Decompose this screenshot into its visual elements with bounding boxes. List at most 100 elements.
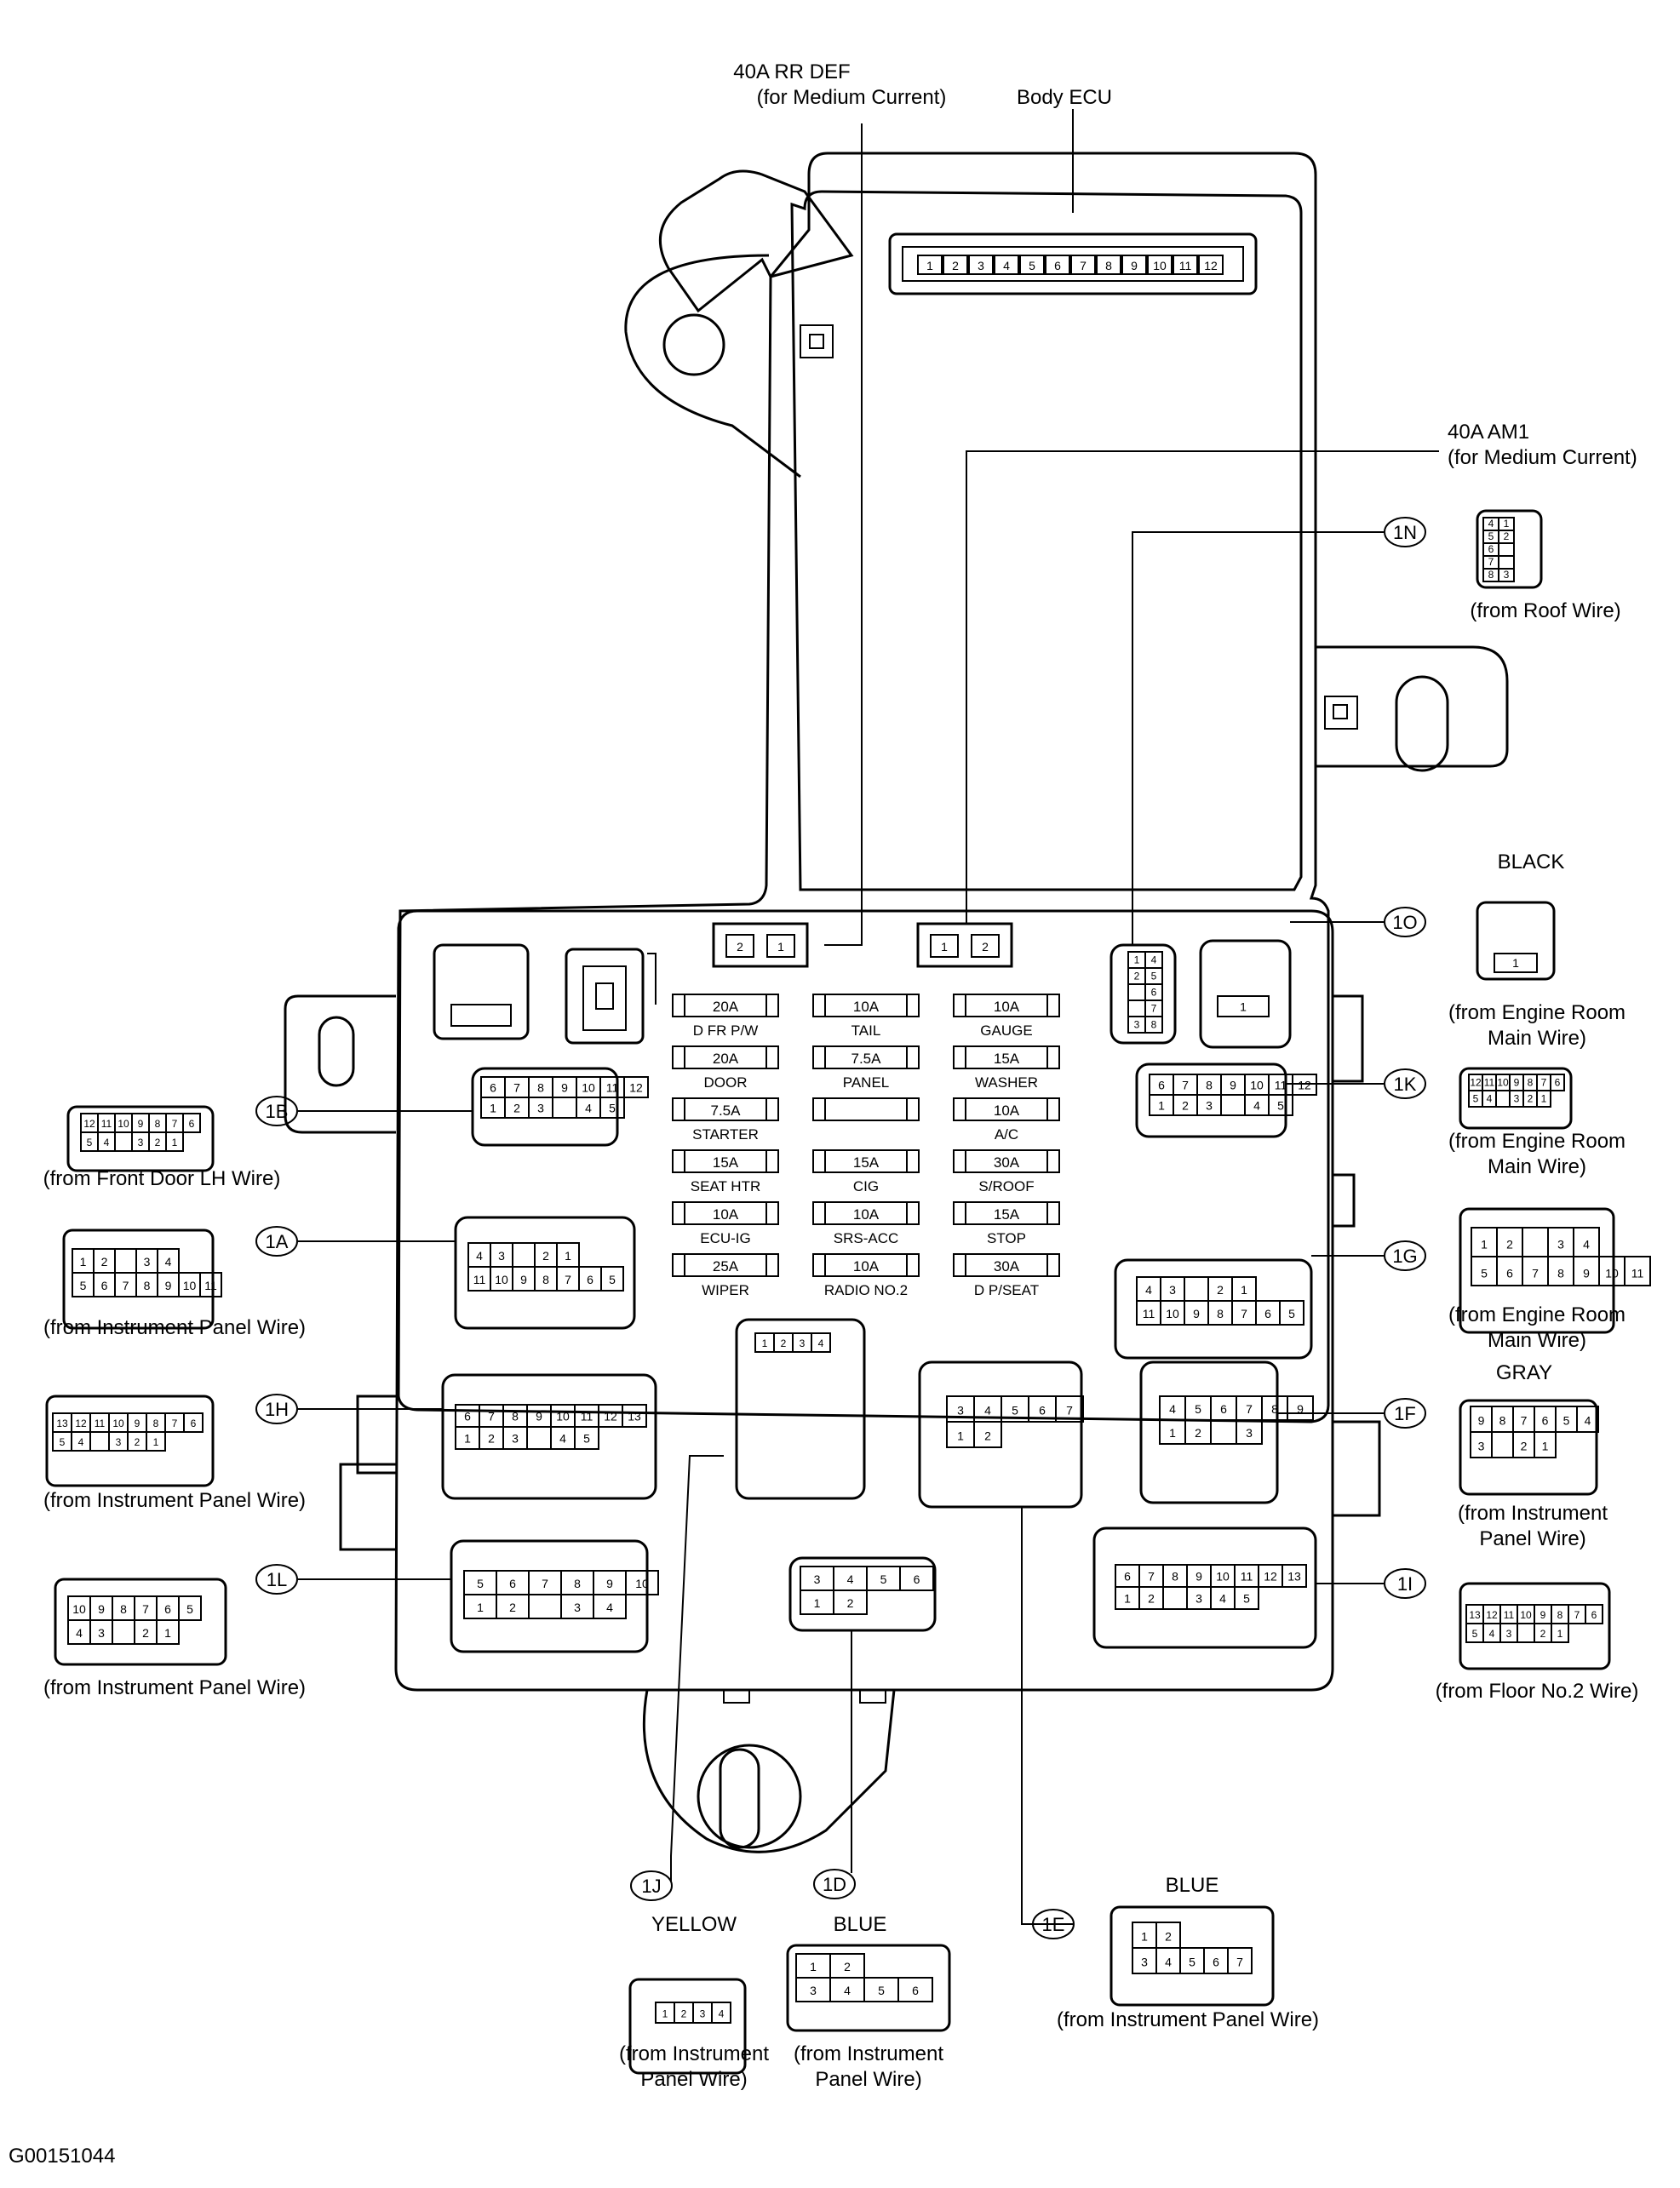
box-1f-pin-label: 6 (1220, 1402, 1227, 1416)
conn-1k-pin-label: 2 (1528, 1093, 1534, 1105)
conn-1a-cell (114, 1248, 137, 1274)
box-1b-cell (552, 1097, 577, 1119)
box-1g-pin-label: 4 (1145, 1283, 1152, 1297)
connector-code-1o: 1O (1392, 912, 1417, 933)
conn-1o-pin-label: 1 (1512, 956, 1519, 970)
conn-1l-cell (112, 1619, 135, 1645)
box-1k-pin-label: 6 (1158, 1078, 1165, 1091)
box-1n-pin-label: 5 (1151, 971, 1157, 982)
box-1k-pin-label: 11 (1275, 1078, 1287, 1091)
box-1b-pin-label: 2 (513, 1101, 520, 1114)
connector-badge-1l (255, 1564, 298, 1595)
conn-1e-pin-label: 1 (1141, 1930, 1148, 1944)
ecu-pin-label: 7 (1080, 259, 1087, 272)
conn-1k-pin-label: 1 (1541, 1093, 1547, 1105)
box-1f-pin-label: 3 (1246, 1426, 1253, 1440)
ecu-pin-cell (1147, 255, 1173, 275)
fuse-name: CIG (853, 1178, 879, 1194)
leader-line (1021, 1507, 1073, 1925)
box-1o-pin-label: 1 (1240, 999, 1247, 1013)
box-1n-pin-label: 3 (1134, 1019, 1140, 1031)
conn-1f-pin-label: 9 (1478, 1414, 1485, 1428)
conn-1d-cell (897, 1977, 933, 2002)
connector-code-1i: 1I (1397, 1573, 1413, 1595)
box-1k-pin-label: 3 (1206, 1098, 1213, 1112)
connector-color-1d: BLUE (834, 1913, 887, 1936)
box-1h-pin-label: 9 (536, 1410, 542, 1423)
conn-1b-pin-label: 8 (155, 1118, 161, 1130)
conn-1b-cell (165, 1131, 184, 1152)
conn-1j-cell (711, 2002, 731, 2024)
conn-1a-pin-label: 5 (80, 1279, 87, 1292)
conn-1l-pin-label: 5 (186, 1602, 193, 1616)
conn-1f-pin-label: 1 (1542, 1440, 1549, 1453)
connector-color-1e: BLUE (1166, 1874, 1219, 1897)
conn-1l-pin-label: 3 (98, 1626, 105, 1640)
fuse-name: S/ROOF (978, 1178, 1034, 1194)
connector-badge-1f (1384, 1398, 1426, 1429)
conn-1g-pin-label: 3 (1557, 1237, 1564, 1251)
conn-1b-pin-label: 10 (118, 1118, 129, 1130)
ecu-pin-label: 3 (978, 259, 984, 272)
box-1i-pin-label: 9 (1195, 1570, 1202, 1584)
connector-body-1n (1476, 509, 1543, 589)
box-1a-pin-label: 1 (565, 1249, 571, 1263)
fuse-rating: 7.5A (851, 1051, 882, 1067)
conn-1k-pin-label: 6 (1555, 1077, 1561, 1089)
fuse-rating: 20A (713, 999, 739, 1015)
box-1h-pin-label: 12 (604, 1410, 617, 1423)
box-1i-cell (1282, 1564, 1307, 1588)
conn-1h-pin-label: 5 (60, 1436, 66, 1448)
conn-1i-cell (1585, 1604, 1603, 1624)
conn-1b-pin-label: 9 (138, 1118, 144, 1130)
connector-source-1d: Panel Wire) (815, 2068, 921, 2091)
box-1k-pin-label: 2 (1182, 1098, 1189, 1112)
conn-1k-cell (1495, 1090, 1511, 1108)
mc-fuse-pin: 2 (982, 940, 989, 954)
box-1g-pin-label: 2 (1217, 1283, 1224, 1297)
box-1g-cell (1184, 1276, 1209, 1302)
box-1f-pin-label: 8 (1271, 1402, 1278, 1416)
box-1f-cell (1236, 1419, 1263, 1445)
conn-1l-pin-label: 1 (164, 1626, 171, 1640)
conn-1a-pin-label: 6 (101, 1279, 108, 1292)
mc-fuse-rr_def (712, 922, 809, 968)
fuse-window (965, 1045, 1048, 1069)
conn-1b-cell (182, 1113, 201, 1133)
connector-body-1j (628, 1978, 747, 2075)
conn-1l-pin-label: 8 (120, 1602, 127, 1616)
conn-1f-cell (1491, 1431, 1514, 1458)
box-1a-pin-label: 10 (495, 1273, 508, 1286)
fuse-rating: 15A (994, 1051, 1020, 1067)
conn-1e-pin-label: 2 (1165, 1930, 1172, 1944)
box-1l-pin-label: 9 (606, 1577, 613, 1590)
box-connector-1o (1199, 939, 1292, 1049)
conn-1i-pin-label: 9 (1540, 1609, 1546, 1621)
box-1h-cell (622, 1404, 647, 1428)
connector-color-1o: BLACK (1498, 851, 1565, 873)
conn-1i-pin-label: 11 (1504, 1609, 1515, 1621)
mc-fuse-cell (766, 934, 795, 958)
connector-body-1o (1476, 901, 1556, 981)
box-1g-pin-label: 10 (1166, 1307, 1179, 1320)
box-1h-cell (574, 1426, 599, 1450)
box-1g-pin-label: 1 (1241, 1283, 1247, 1297)
conn-1i-pin-label: 8 (1557, 1609, 1563, 1621)
conn-1a-pin-label: 2 (101, 1255, 108, 1269)
conn-1e-pin-label: 4 (1165, 1956, 1172, 1969)
connector-code-1a: 1A (266, 1231, 289, 1252)
ecu-pin-cell (1198, 255, 1224, 275)
connector-source-1a: (from Instrument Panel Wire) (43, 1316, 306, 1339)
box-1a-pin-label: 2 (542, 1249, 549, 1263)
box-1e-pin-label: 6 (1039, 1404, 1046, 1418)
conn-1g-pin-label: 6 (1506, 1266, 1513, 1280)
box-1d-pin-label: 5 (880, 1572, 887, 1586)
conn-1i-pin-label: 10 (1520, 1609, 1532, 1621)
conn-1g-pin-label: 11 (1631, 1266, 1644, 1280)
fuse-body (812, 1097, 920, 1121)
connector-source-1g: Main Wire) (1488, 1329, 1586, 1352)
